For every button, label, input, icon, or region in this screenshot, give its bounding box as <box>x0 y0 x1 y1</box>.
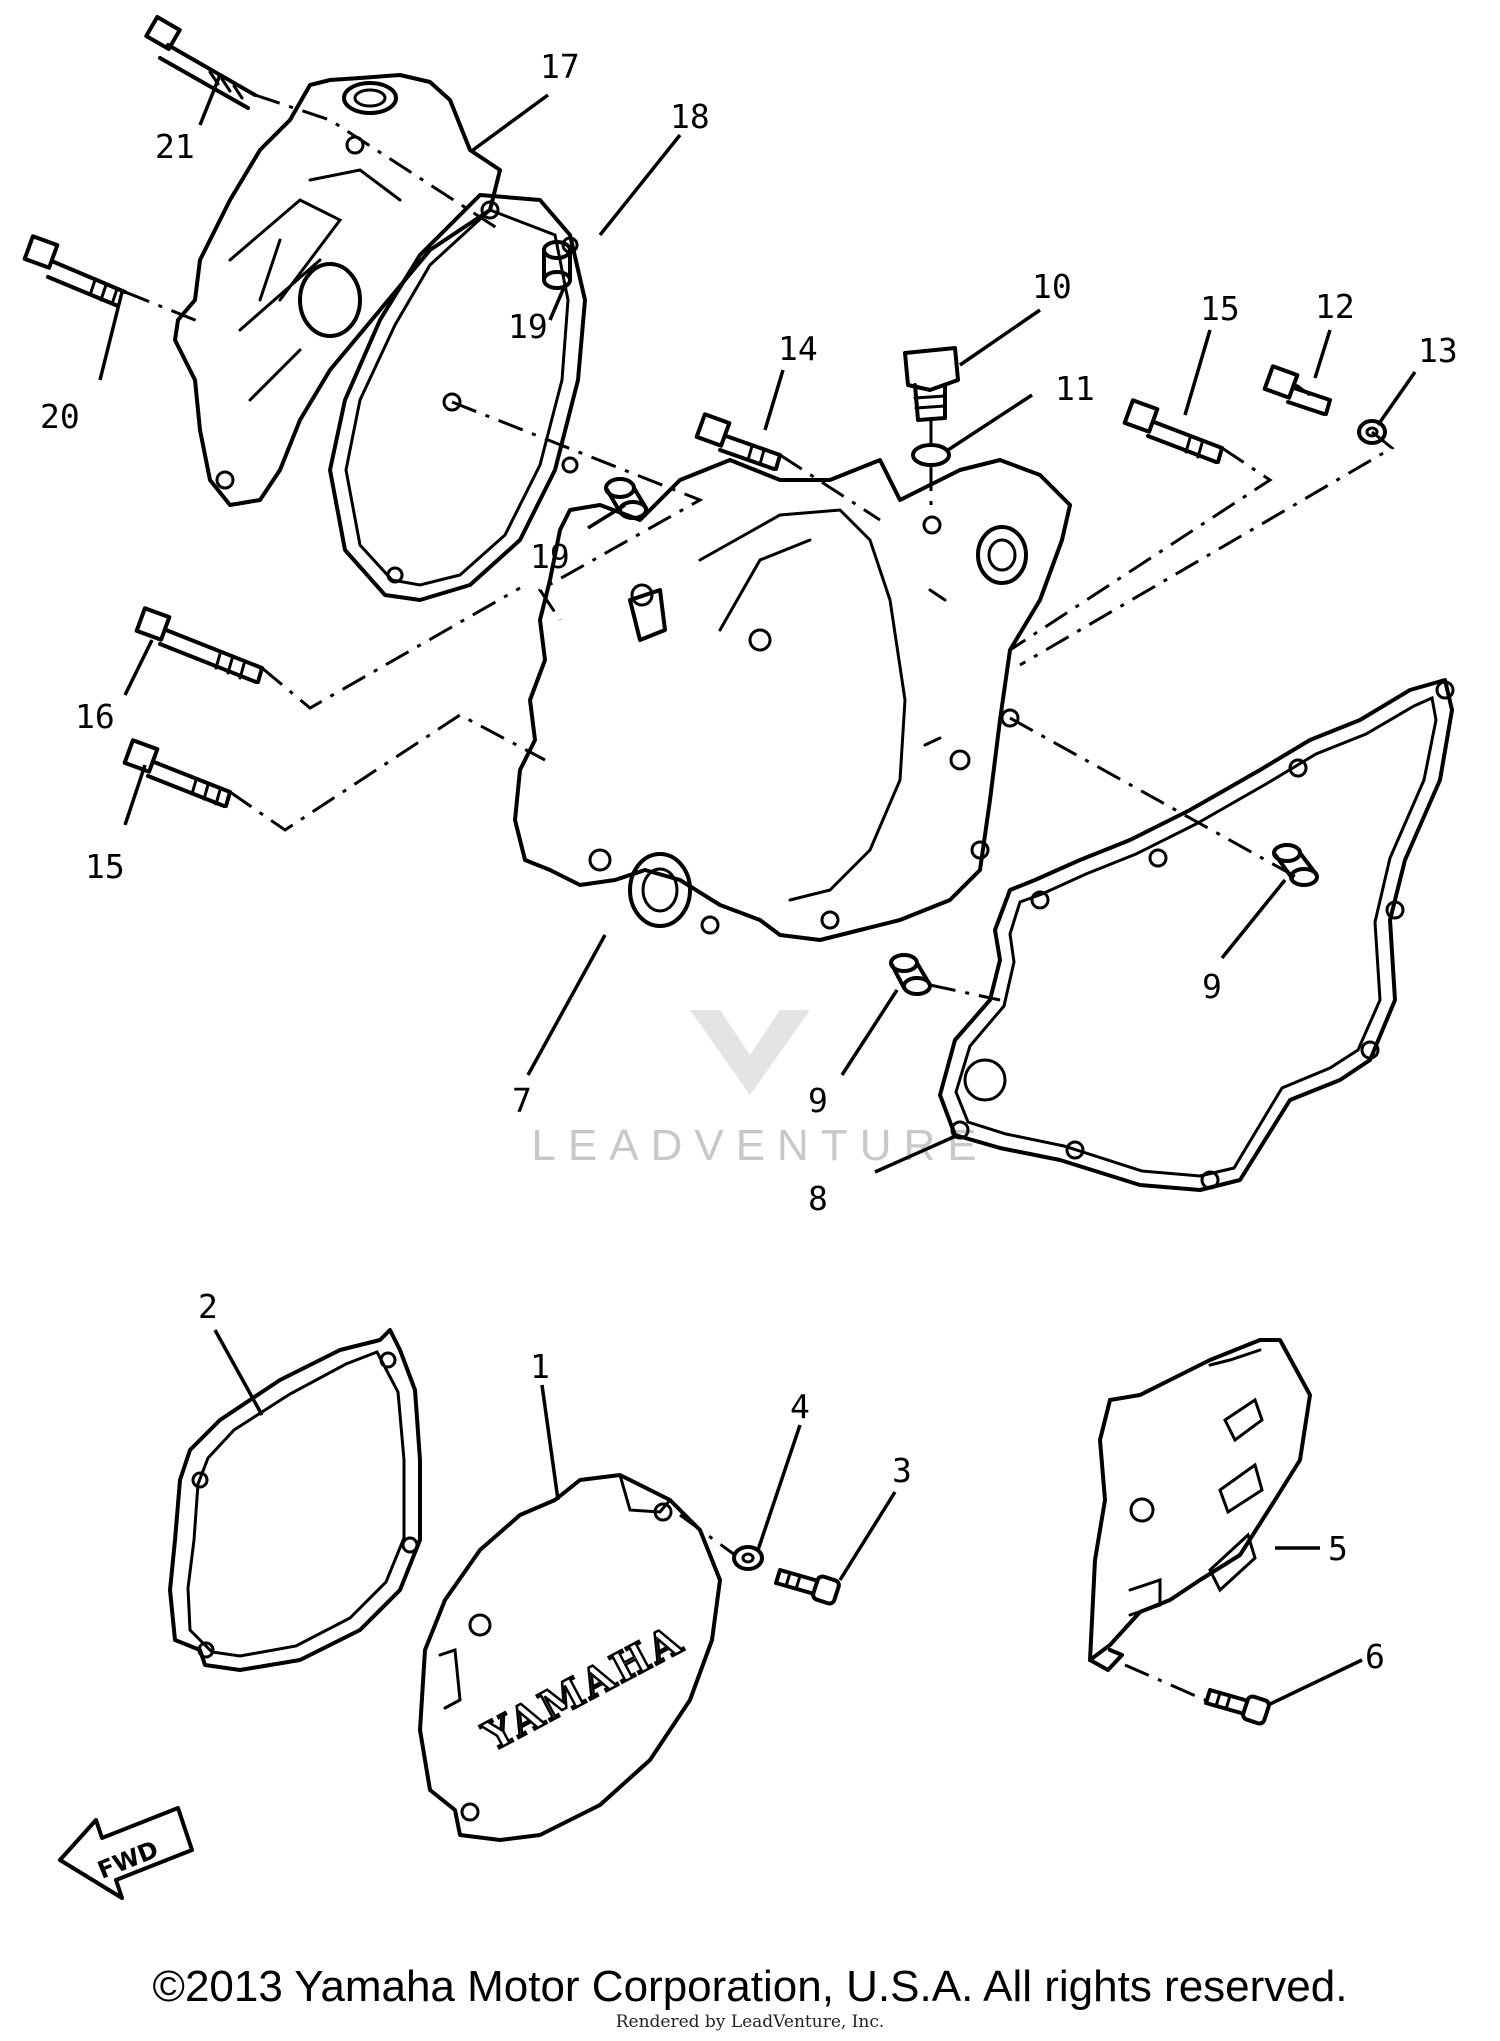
callout-9-right: 9 <box>1202 967 1222 1006</box>
callout-13: 13 <box>1418 331 1458 370</box>
callout-2: 2 <box>198 1287 218 1326</box>
callout-7: 7 <box>512 1081 532 1120</box>
part-1-outer-cover: YAMAHA <box>418 1473 722 1842</box>
copyright-notice: ©2013 Yamaha Motor Corporation, U.S.A. A… <box>152 1962 1348 2011</box>
callout-4: 4 <box>790 1387 810 1426</box>
watermark: LEADVENTURE <box>531 1010 988 1170</box>
callout-leader-lines <box>98 74 1417 1707</box>
callout-16: 16 <box>75 697 115 736</box>
part-15-bolt-left <box>122 738 232 808</box>
watermark-text: LEADVENTURE <box>531 1121 988 1170</box>
alignment-line-part-1 <box>679 1513 736 1557</box>
rendered-by-notice: Rendered by LeadVenture, Inc. <box>615 2012 885 2032</box>
part-10-plug <box>903 346 960 422</box>
alignment-line-part-5 <box>1124 1663 1206 1702</box>
part-11-o-ring <box>911 443 951 467</box>
part-12-bolt <box>1262 364 1332 416</box>
part-13-washer <box>1357 419 1387 445</box>
callout-19-lower: 19 <box>530 537 570 576</box>
part-2-gasket <box>168 1328 422 1672</box>
callout-21: 21 <box>155 127 195 166</box>
callout-17: 17 <box>540 47 580 86</box>
callout-18: 18 <box>670 97 710 136</box>
part-15-bolt-right <box>1122 398 1224 464</box>
callout-19-upper: 19 <box>508 307 548 346</box>
callout-20: 20 <box>40 397 80 436</box>
fwd-direction-marker: FWD <box>58 1806 194 1900</box>
callout-8: 8 <box>808 1179 828 1218</box>
part-20-bolt <box>22 234 127 308</box>
part-14-bolt <box>694 412 782 471</box>
callout-15-right: 15 <box>1200 289 1240 328</box>
part-8-gasket <box>938 678 1455 1192</box>
callout-10: 10 <box>1032 267 1072 306</box>
callout-6: 6 <box>1365 1637 1385 1676</box>
callout-12: 12 <box>1315 287 1355 326</box>
part-9-dowel-pin-right <box>1272 843 1319 887</box>
part-5-sprocket-cover <box>1088 1338 1312 1672</box>
part-19-dowel-pin-upper <box>542 240 572 290</box>
part-21-bolt <box>144 14 257 110</box>
cover-brand-text: YAMAHA <box>475 1616 691 1761</box>
callout-labels: 21 17 18 19 19 20 10 11 12 13 14 15 16 1… <box>40 47 1458 1676</box>
callout-1: 1 <box>530 1347 550 1386</box>
callout-11: 11 <box>1055 369 1095 408</box>
callout-9-left: 9 <box>808 1081 828 1120</box>
part-4-washer <box>732 1545 764 1571</box>
part-16-bolt <box>134 606 264 684</box>
part-9-dowel-pin-left <box>889 953 932 996</box>
callout-3: 3 <box>892 1451 912 1490</box>
callout-14: 14 <box>778 329 818 368</box>
part-3-bolt <box>774 1568 841 1606</box>
part-7-crankcase-cover <box>513 458 1072 942</box>
part-6-bolt <box>1204 1688 1271 1726</box>
part-17-cover-housing <box>173 73 502 507</box>
callout-15-left: 15 <box>85 847 125 886</box>
callout-5: 5 <box>1328 1529 1348 1568</box>
alignment-lines <box>124 93 1395 1002</box>
